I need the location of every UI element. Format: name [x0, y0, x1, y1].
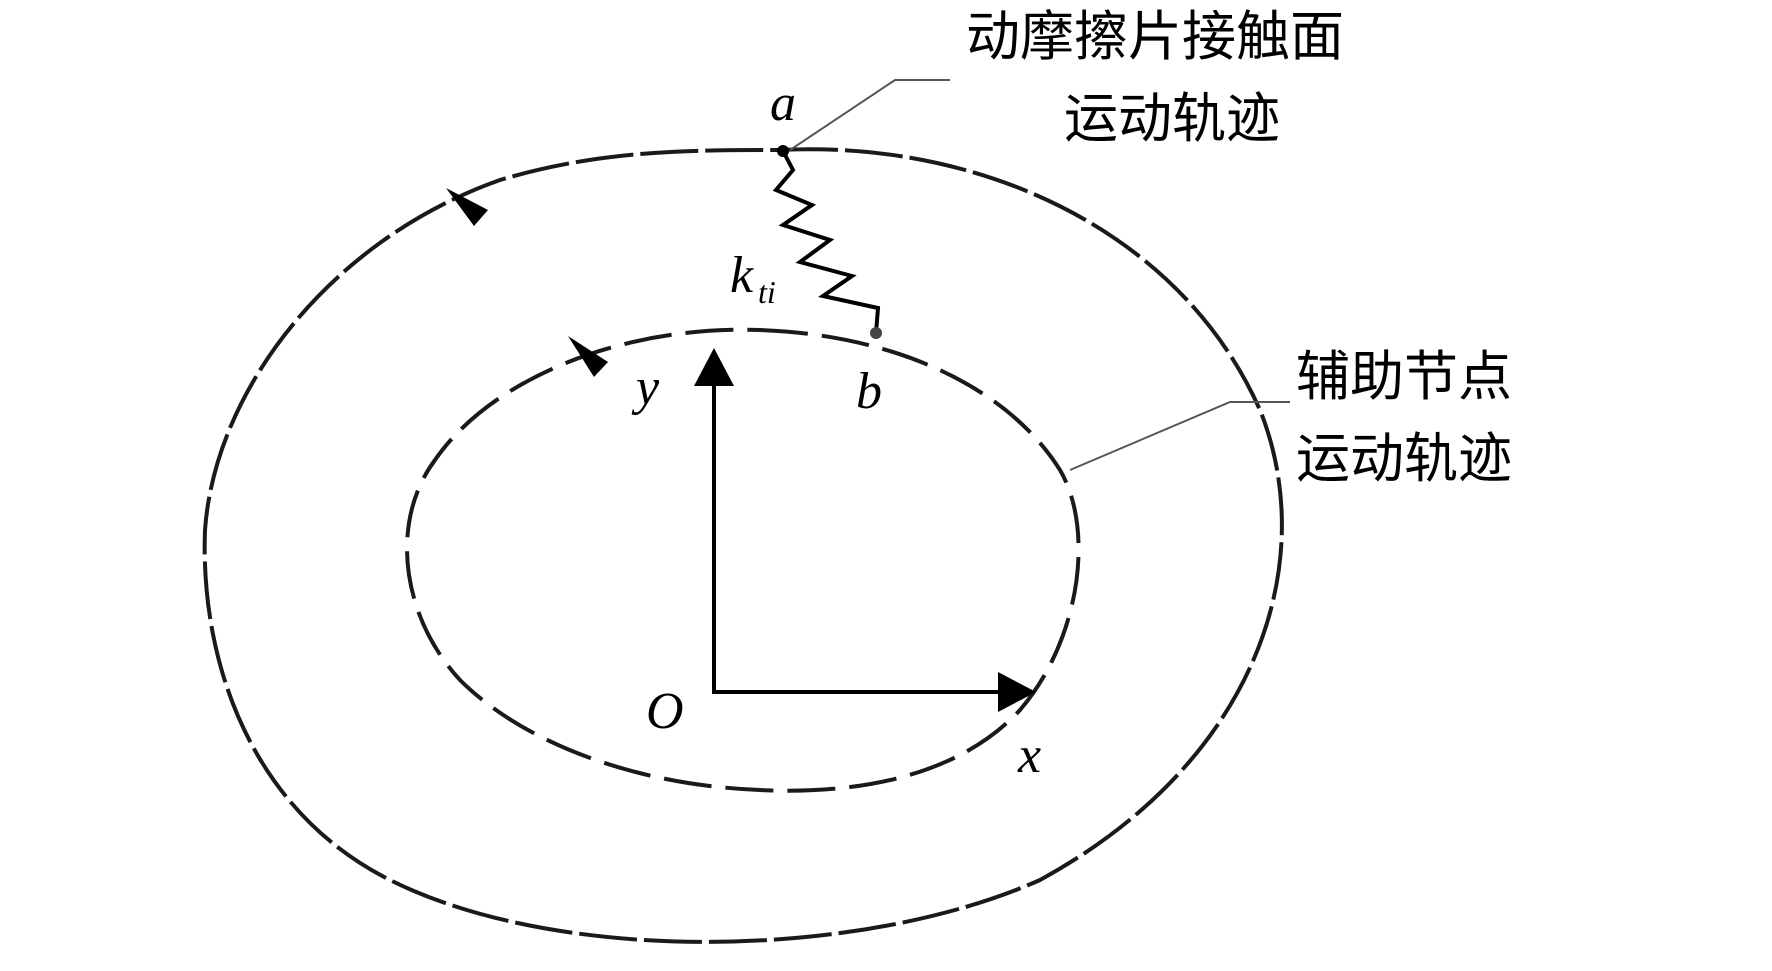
y-axis-arrowhead [694, 348, 734, 386]
x-axis-arrowhead [998, 672, 1036, 712]
y-axis-label: y [636, 359, 660, 416]
outer-trajectory-label-line2: 运动轨迹 [1064, 87, 1280, 150]
point-a-dot [777, 145, 789, 157]
outer-direction-arrow [446, 188, 488, 226]
origin-label: O [646, 683, 684, 740]
inner-trajectory-label-line1: 辅助节点 [1296, 345, 1512, 408]
x-axis-label: x [1018, 727, 1042, 784]
point-a-label: a [770, 75, 796, 132]
inner-label-leader [1069, 401, 1290, 471]
outer-label-leader [789, 79, 950, 151]
inner-direction-arrow [568, 336, 608, 377]
outer-trajectory-curve [202, 147, 1284, 944]
spring-label-k: k [730, 247, 754, 304]
spring-label-subscript: ti [758, 274, 776, 310]
point-b-label: b [856, 363, 882, 420]
inner-trajectory-curve [405, 327, 1081, 793]
point-b-dot [870, 327, 882, 339]
inner-trajectory-label-line2: 运动轨迹 [1296, 427, 1512, 490]
spring-kti [772, 150, 881, 334]
outer-trajectory-label-line1: 动摩擦片接触面 [966, 5, 1344, 68]
